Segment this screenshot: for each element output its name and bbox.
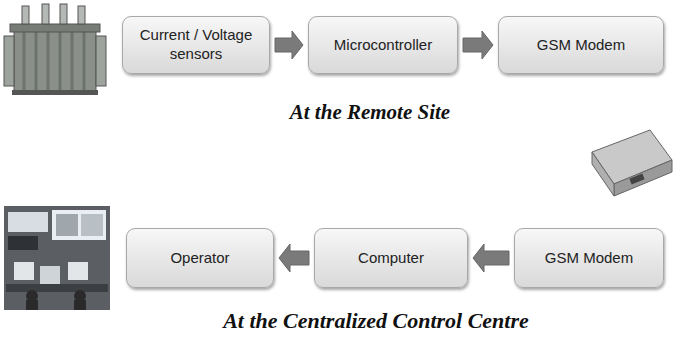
box-label: Microcontroller <box>334 36 432 55</box>
transformer-picture <box>4 4 106 95</box>
site-caption: At the Centralized Control Centre <box>223 308 529 334</box>
box-label: Current / Voltage sensors <box>131 26 261 64</box>
site-caption: At the Remote Site <box>290 100 450 125</box>
box-label: GSM Modem <box>537 36 625 55</box>
process-box: Operator <box>126 228 274 288</box>
box-label: Operator <box>170 249 229 268</box>
modem-picture <box>592 130 672 196</box>
process-box: Microcontroller <box>308 16 458 74</box>
control-room-picture <box>4 206 110 310</box>
box-label: Computer <box>358 249 424 268</box>
process-box: GSM Modem <box>514 228 664 288</box>
process-box: Computer <box>314 228 468 288</box>
block-arrow <box>463 31 493 59</box>
process-box: Current / Voltage sensors <box>122 16 270 74</box>
box-label: GSM Modem <box>545 249 633 268</box>
block-arrow <box>275 31 303 59</box>
process-box: GSM Modem <box>498 16 664 74</box>
block-arrow <box>473 244 509 272</box>
block-arrow <box>279 244 309 272</box>
